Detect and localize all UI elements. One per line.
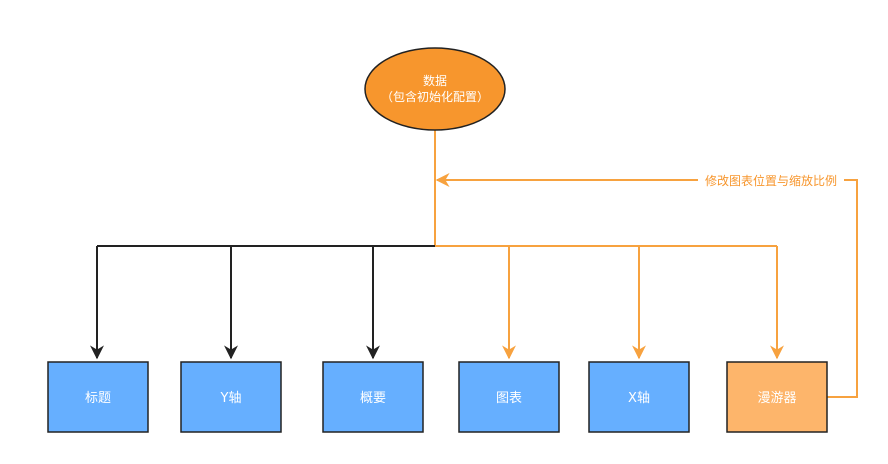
node-yaxis: Y轴 (180, 361, 282, 433)
feedback-label-bg (698, 171, 844, 189)
node-title: 标题 (47, 361, 149, 433)
node-summary: 概要 (322, 361, 424, 433)
node-xaxis-label: X轴 (628, 391, 650, 406)
root-label-line2: （包含初始化配置） (381, 89, 489, 104)
feedback-label: 修改图表位置与缩放比例 (705, 173, 837, 188)
feedback-loop-line (435, 173, 858, 398)
node-chart: 图表 (458, 361, 560, 433)
node-roamer-label: 漫游器 (757, 391, 796, 406)
node-roamer: 漫游器 (726, 361, 828, 433)
node-xaxis: X轴 (588, 361, 690, 433)
root-data-node (364, 47, 506, 131)
node-chart-label: 图表 (496, 391, 522, 406)
node-title-label: 标题 (85, 391, 111, 406)
node-yaxis-label: Y轴 (220, 391, 242, 406)
node-summary-label: 概要 (360, 391, 386, 406)
root-label-line1: 数据 (423, 73, 447, 88)
